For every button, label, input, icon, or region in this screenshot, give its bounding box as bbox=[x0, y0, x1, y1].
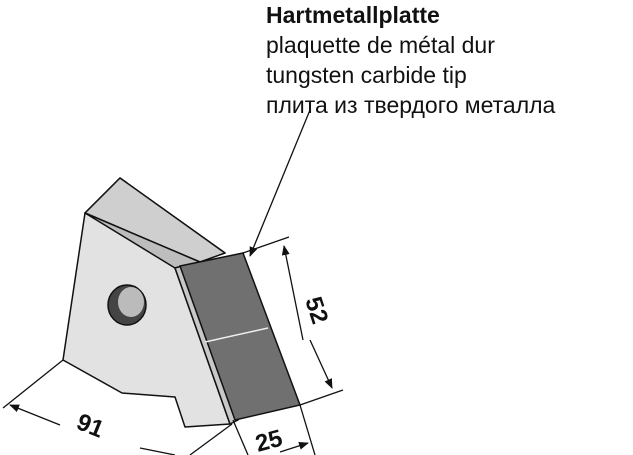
callout-line-fr: plaquette de métal dur bbox=[266, 32, 495, 58]
callout-text: Hartmetallplatte plaquette de métal dur … bbox=[266, 0, 555, 120]
dimension-25: 25 bbox=[253, 425, 286, 455]
callout-line-ru: плита из твердого металла bbox=[266, 92, 556, 118]
mounting-hole bbox=[107, 284, 147, 326]
dimension-52: 52 bbox=[299, 294, 333, 328]
leader-line bbox=[249, 109, 311, 257]
dimension-lines bbox=[2, 109, 344, 455]
dimension-91: 91 bbox=[73, 409, 108, 444]
callout-line-en: tungsten carbide tip bbox=[266, 62, 467, 88]
callout-title: Hartmetallplatte bbox=[266, 2, 440, 28]
